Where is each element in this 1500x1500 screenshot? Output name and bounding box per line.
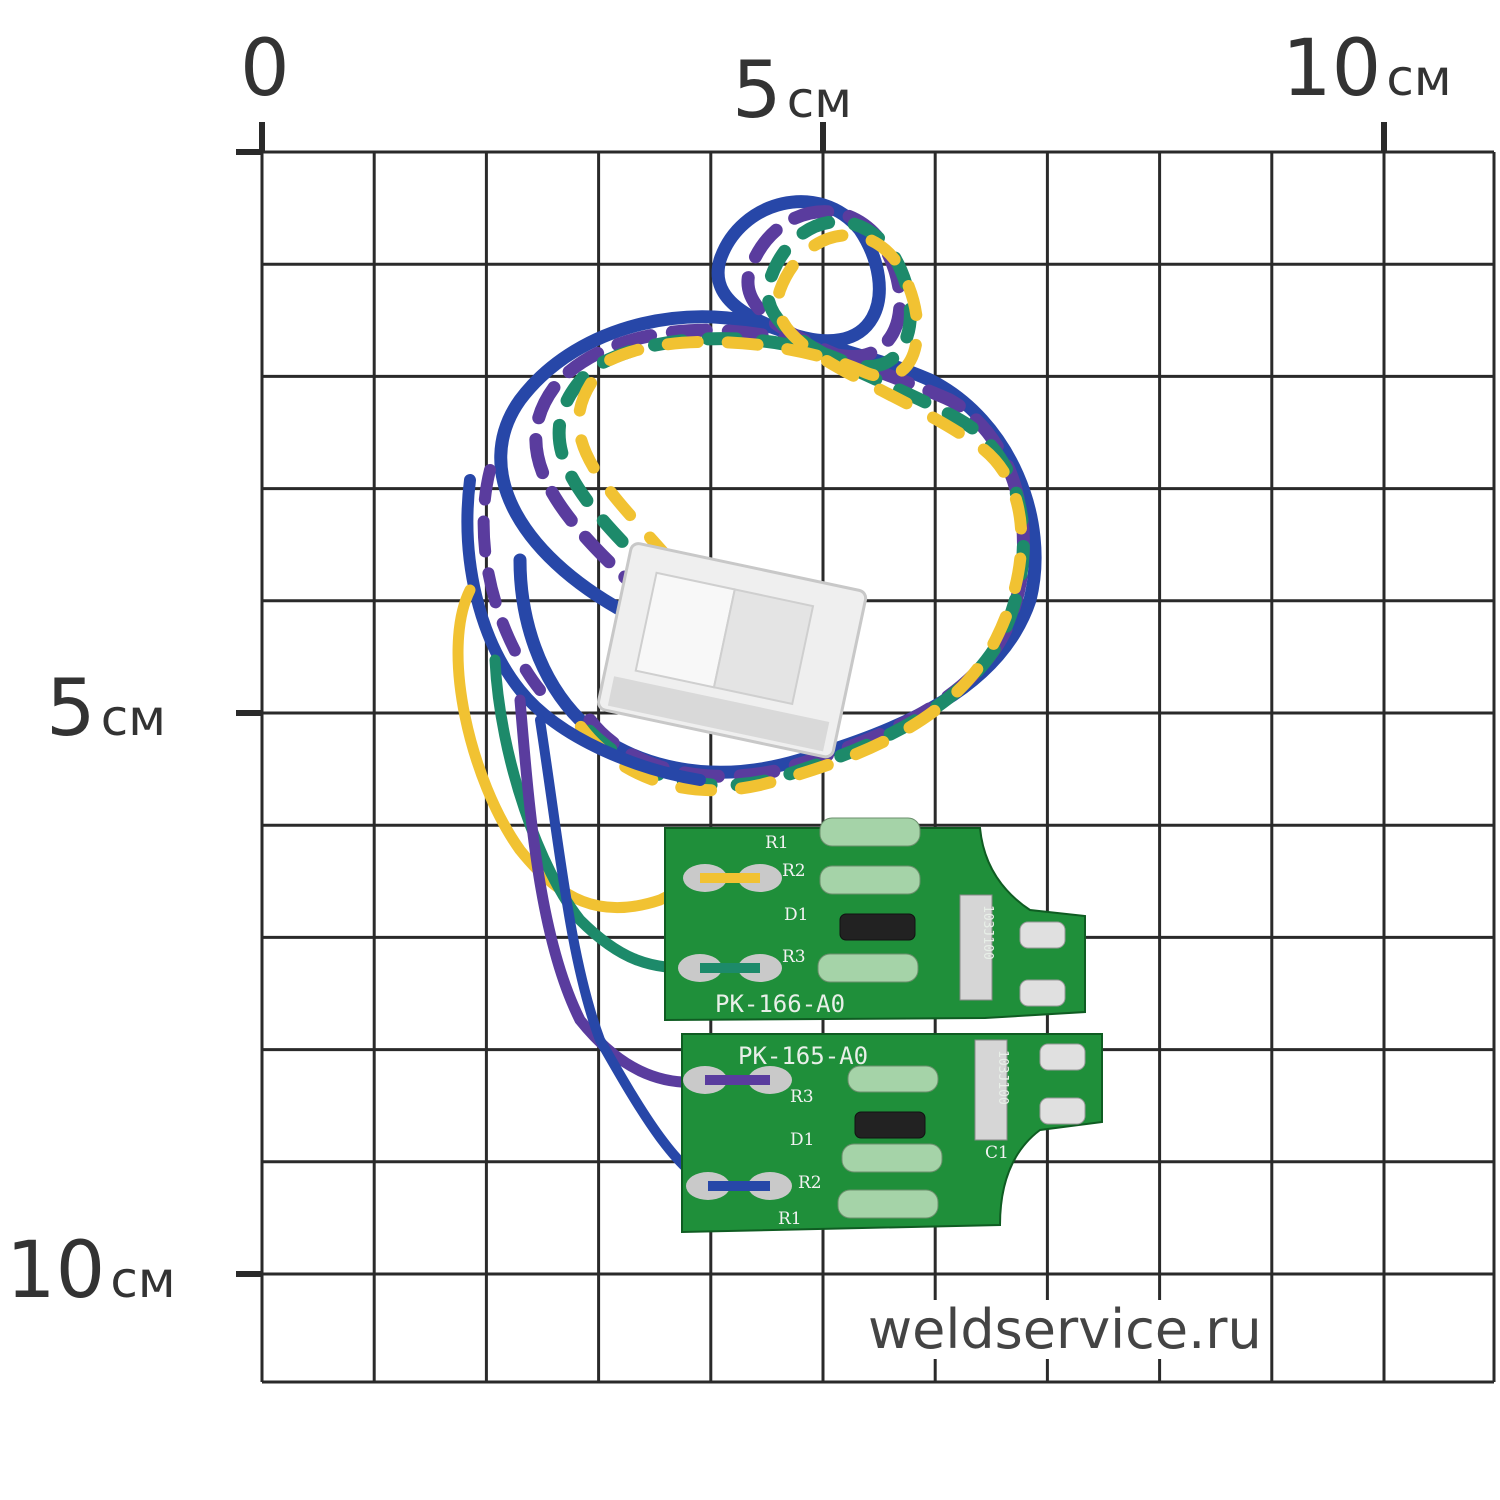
pcb-board-pk-166: R1 R2 D1 R3 PK-166-A0 103J100 — [664, 817, 1086, 1022]
scale-origin-label: 0 — [240, 24, 290, 114]
scale-unit: см — [786, 71, 852, 129]
pcb-board-pk-165: PK-165-A0 R3 D1 R2 R1 C1 103J100 — [681, 1033, 1103, 1234]
ref-label: D1 — [784, 905, 808, 925]
ref-label: R3 — [790, 1087, 814, 1107]
scale-number: 10 — [1282, 24, 1382, 114]
scale-number: 10 — [6, 1226, 106, 1316]
scale-number: 5 — [46, 664, 96, 754]
board-label: PK-166-A0 — [715, 990, 845, 1018]
ref-label: R3 — [782, 947, 806, 967]
scale-unit: см — [1386, 49, 1452, 107]
watermark: weldservice.ru — [862, 1300, 1268, 1359]
wire-connector — [597, 542, 868, 759]
scale-top-10cm-label: 10 см — [1282, 30, 1452, 108]
scale-unit: см — [100, 689, 166, 747]
ref-label: R1 — [778, 1209, 802, 1229]
scale-top-5cm-label: 5 см — [732, 52, 852, 130]
measurement-grid-major-lines — [236, 122, 1387, 1277]
scale-unit: см — [110, 1251, 176, 1309]
ref-label: R1 — [765, 833, 789, 853]
board-label: PK-165-A0 — [738, 1042, 868, 1070]
capacitor-code: 103J100 — [980, 905, 995, 960]
ref-label: D1 — [790, 1130, 814, 1150]
scale-left-5cm-label: 5 см — [46, 670, 166, 748]
scale-number: 5 — [732, 46, 782, 136]
twisted-wire-harness — [452, 195, 1042, 1194]
ref-label: R2 — [798, 1173, 822, 1193]
ref-label: R2 — [782, 861, 806, 881]
capacitor-code: 103J100 — [995, 1050, 1010, 1105]
scale-left-10cm-label: 10 см — [6, 1232, 176, 1310]
ref-label: C1 — [985, 1143, 1009, 1163]
